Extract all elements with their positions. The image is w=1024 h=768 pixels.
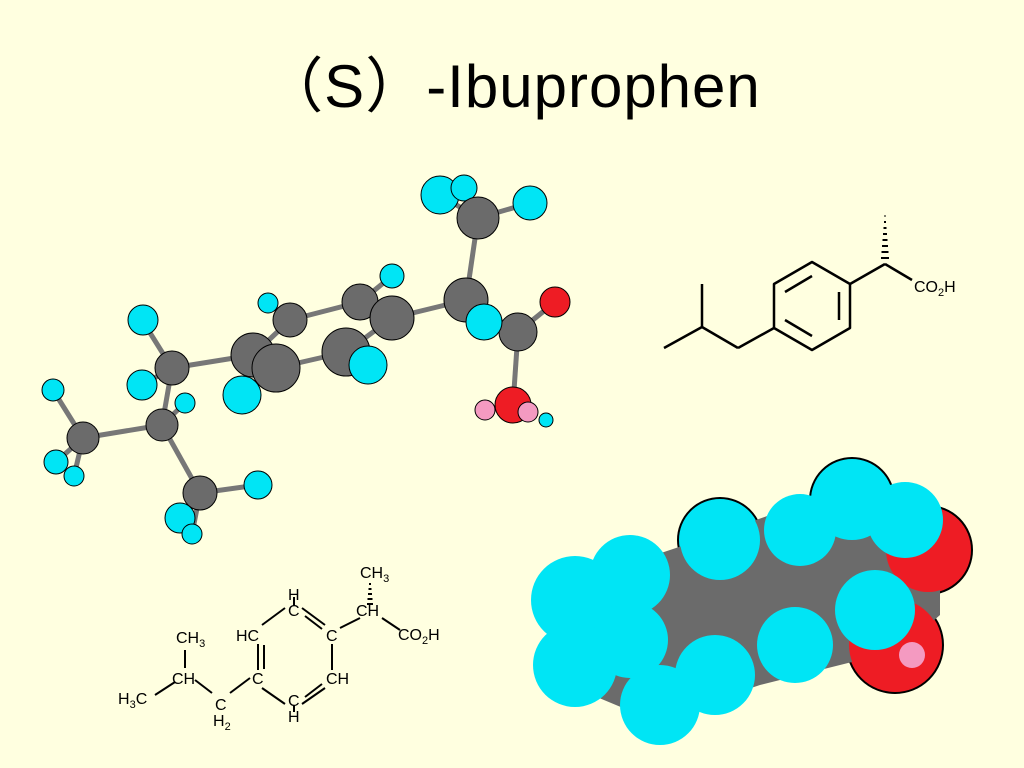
space-filling-atoms [531, 460, 970, 745]
ring-hc-left-label: HC [236, 628, 259, 645]
h3c-label: H3C [118, 691, 147, 711]
co2h-label: CO2H [398, 627, 440, 647]
carboxyl-label: CO2H [914, 279, 956, 299]
ring-h-bottom-label: H [288, 709, 300, 726]
ch3-iso-label: CH3 [176, 630, 205, 650]
ch-chiral-label: CH [356, 603, 379, 620]
ring-c-left-label: C [252, 671, 264, 688]
ch-iso-label: CH [172, 671, 195, 688]
model-atoms [41, 174, 571, 545]
ring-c-bottom-label: C [288, 693, 300, 710]
page-title: （S）-Ibuprophen [263, 53, 761, 120]
ch3-top-label: CH3 [360, 565, 389, 585]
ring-ch-right-label: CH [326, 671, 349, 688]
ring-c-top-label: C [288, 603, 300, 620]
ch2-h-label: H2 [213, 713, 231, 733]
ch2-c-label: C [215, 697, 227, 714]
ring-h-top-label: H [288, 587, 300, 604]
ring-c-right-label: C [326, 628, 338, 645]
